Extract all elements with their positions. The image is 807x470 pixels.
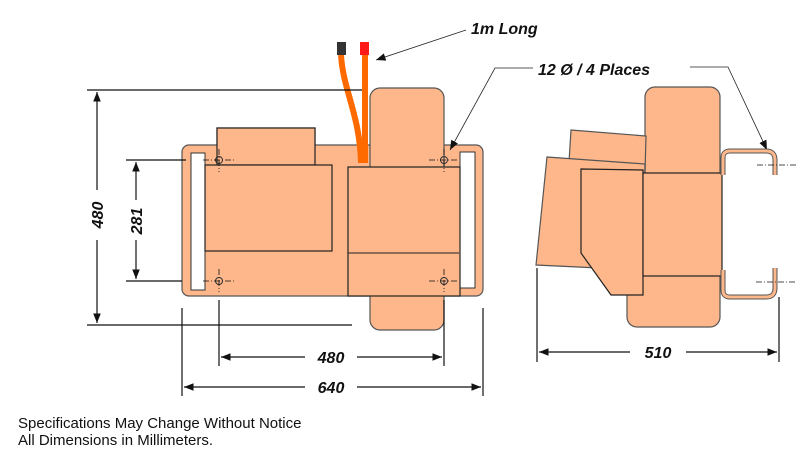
- note-dimensions: All Dimensions in Millimeters.: [18, 432, 214, 449]
- front-piece: [580, 168, 644, 296]
- mounting-holes-label: 12 Ø / 4 Places: [538, 62, 650, 79]
- hole-spacing-vertical-label: 281: [129, 208, 146, 236]
- negative-terminal-icon: [337, 42, 346, 55]
- upper-housing: [644, 86, 721, 188]
- width-overall-label: 640: [318, 380, 345, 397]
- note-specifications: Specifications May Change Without Notice: [18, 415, 302, 432]
- center-box: [642, 172, 723, 277]
- positive-terminal-icon: [360, 42, 369, 55]
- depth-overall-label: 510: [645, 345, 672, 362]
- handle: [720, 148, 778, 300]
- front-view: [181, 42, 484, 331]
- top-block-front: [216, 127, 316, 166]
- mounting-holes: [203, 149, 459, 292]
- negative-cable: [338, 54, 364, 164]
- cable-length-label: 1m Long: [471, 21, 538, 38]
- height-overall-label: 480: [90, 202, 107, 230]
- hole-spacing-horizontal-label: 480: [317, 350, 345, 367]
- side-view: [535, 86, 796, 328]
- front-box: [347, 166, 461, 297]
- right-slot: [459, 151, 476, 289]
- left-slot: [190, 152, 206, 291]
- motor-body: [204, 164, 333, 252]
- dimension-lines: [87, 29, 780, 396]
